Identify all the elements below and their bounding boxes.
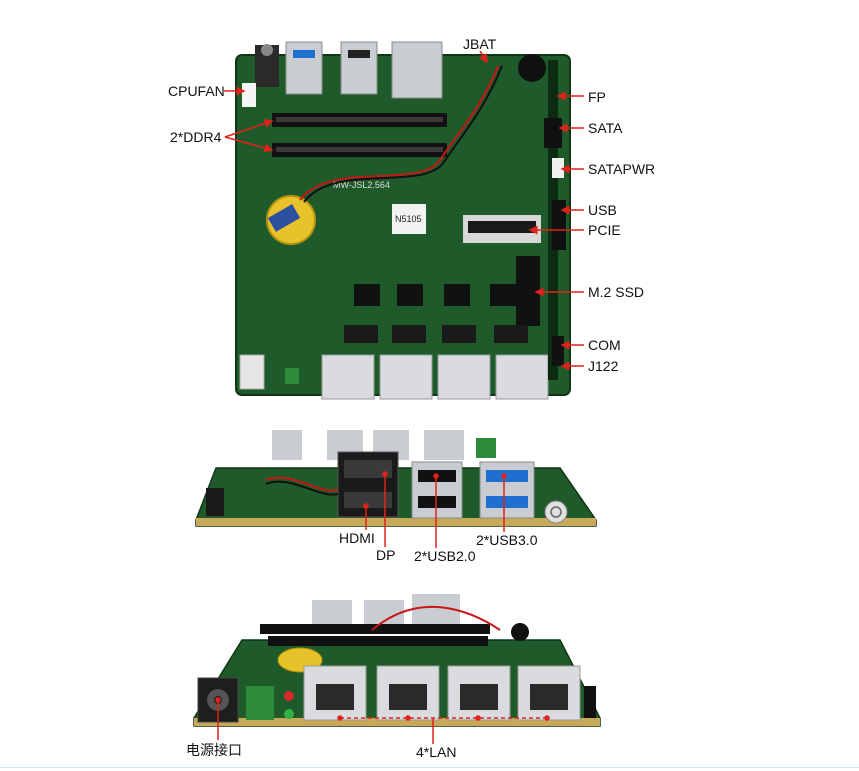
label-usb: USB: [588, 202, 617, 218]
label-com: COM: [588, 337, 621, 353]
label-ddr4: 2*DDR4: [170, 129, 222, 145]
label-m2-ssd: M.2 SSD: [588, 284, 645, 300]
label-power-port: 电源接口: [186, 742, 242, 758]
label-cpufan: CPUFAN: [168, 83, 225, 99]
rear-view-callouts: [363, 471, 507, 548]
label-satapwr: SATAPWR: [588, 161, 656, 177]
rear-view-board: [195, 430, 597, 527]
chip-label: N5105: [395, 214, 422, 224]
top-view-board: N5105 MW-JSL2.564: [235, 41, 571, 400]
board-model-text: MW-JSL2.564: [333, 180, 390, 190]
label-j122: J122: [588, 358, 619, 374]
label-sata: SATA: [588, 120, 623, 136]
label-lan: 4*LAN: [416, 744, 457, 760]
bottom-divider: [0, 767, 859, 768]
label-fp: FP: [588, 89, 606, 105]
label-jbat: JBAT: [463, 36, 497, 52]
label-dp: DP: [376, 547, 396, 563]
label-pcie: PCIE: [588, 222, 621, 238]
front-view-board: [193, 594, 601, 727]
label-usb3: 2*USB3.0: [476, 532, 538, 548]
label-usb2: 2*USB2.0: [414, 548, 476, 564]
label-hdmi: HDMI: [339, 530, 375, 546]
top-view-callouts: [224, 50, 584, 371]
front-view-callouts: [215, 697, 550, 744]
